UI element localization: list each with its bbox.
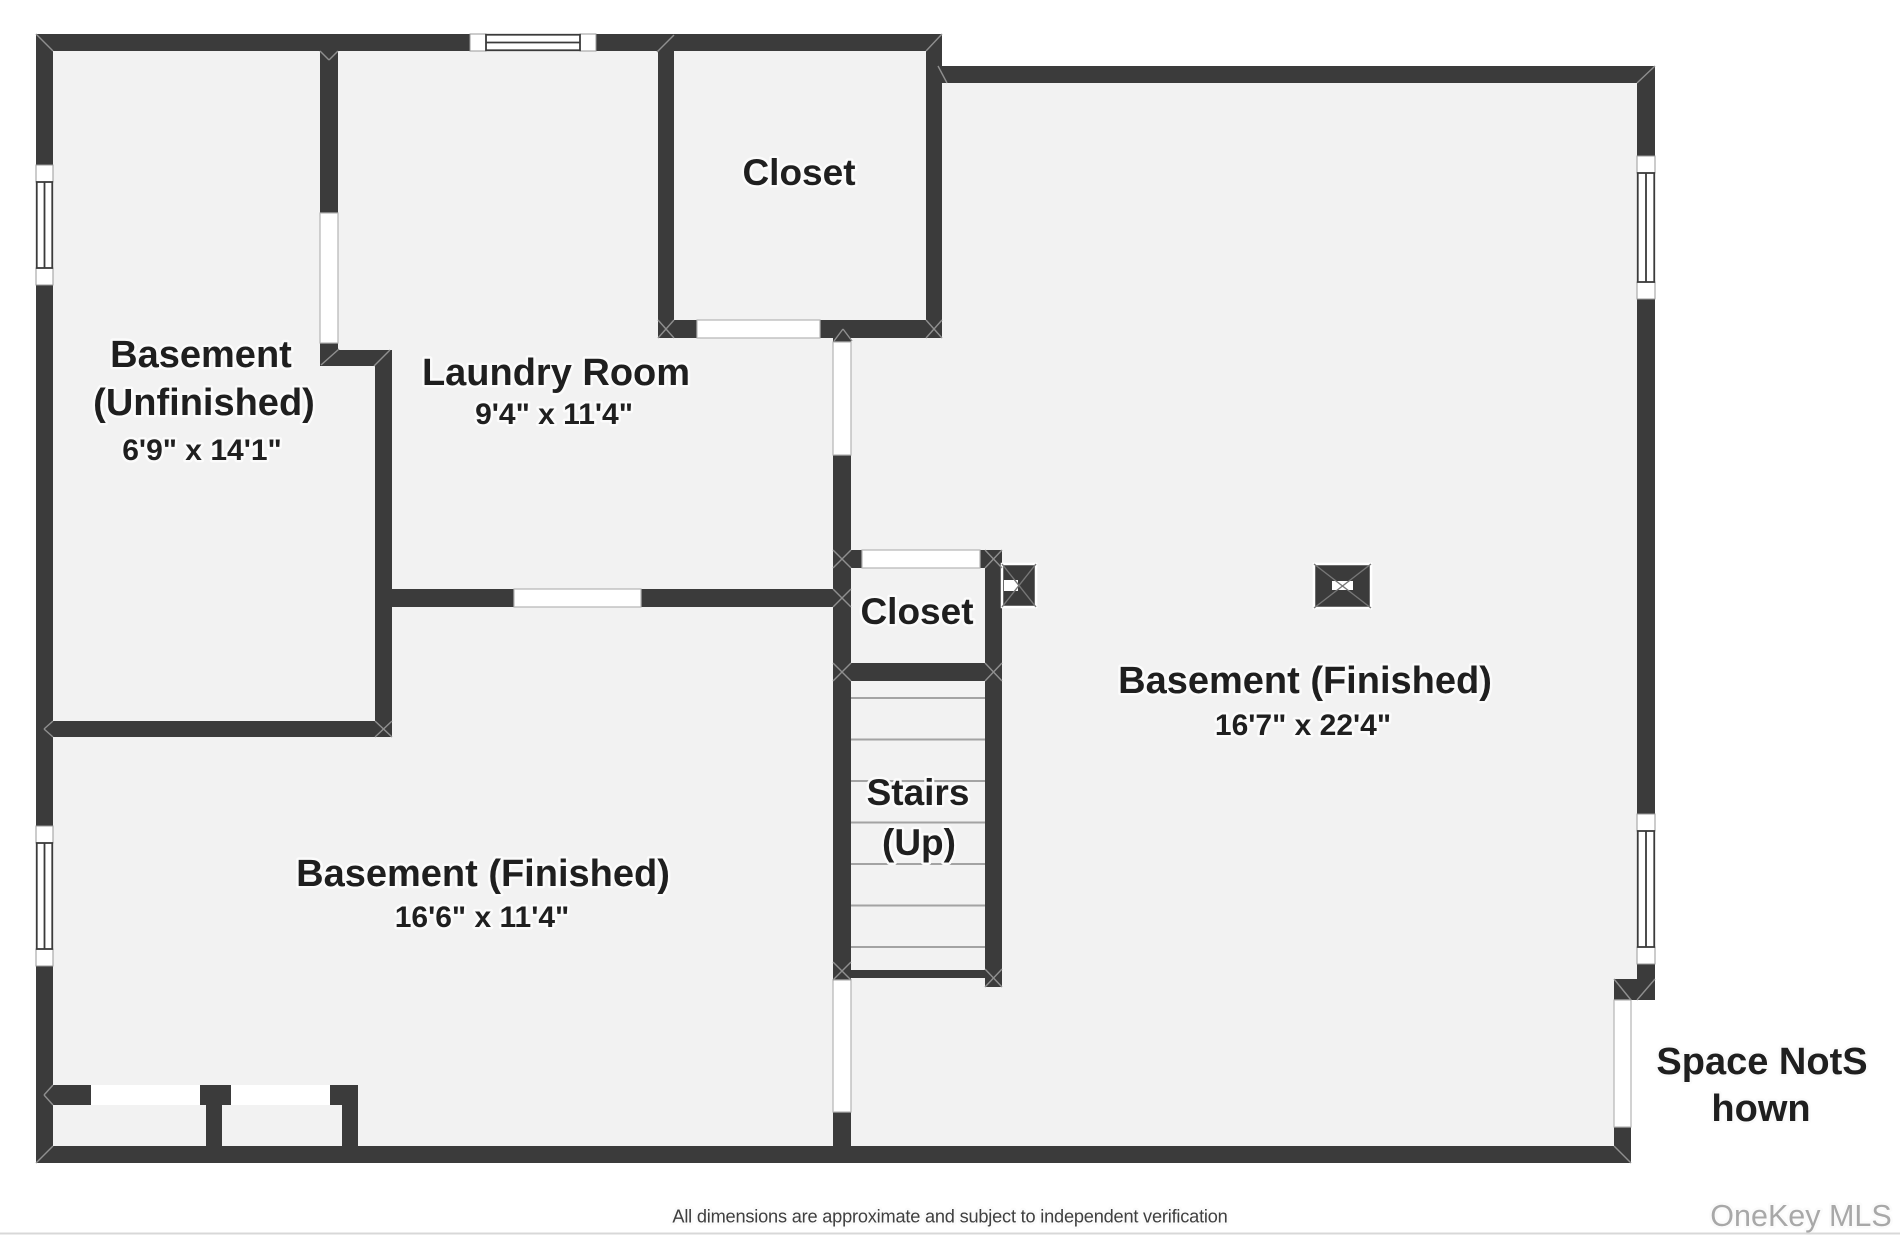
svg-text:Laundry Room: Laundry Room	[422, 352, 690, 394]
svg-text:Closet: Closet	[860, 591, 973, 632]
svg-text:6'9" x 14'1": 6'9" x 14'1"	[122, 434, 282, 467]
svg-text:Closet: Closet	[742, 152, 855, 193]
svg-text:Basement (Finished): Basement (Finished)	[1118, 660, 1492, 702]
svg-text:hown: hown	[1711, 1088, 1810, 1130]
svg-text:16'6" x 11'4": 16'6" x 11'4"	[395, 901, 570, 934]
svg-text:16'7" x 22'4": 16'7" x 22'4"	[1215, 709, 1391, 742]
svg-text:OneKey MLS: OneKey MLS	[1710, 1199, 1891, 1233]
svg-text:9'4" x 11'4": 9'4" x 11'4"	[475, 398, 633, 431]
svg-text:Basement: Basement	[110, 334, 292, 376]
svg-text:Basement (Finished): Basement (Finished)	[296, 853, 670, 895]
svg-text:(Unfinished): (Unfinished)	[93, 382, 315, 424]
svg-text:Stairs: Stairs	[867, 772, 970, 813]
svg-text:(Up): (Up)	[882, 822, 956, 863]
svg-text:All dimensions are approximate: All dimensions are approximate and subje…	[672, 1207, 1227, 1227]
svg-text:Space NotS: Space NotS	[1656, 1041, 1867, 1083]
